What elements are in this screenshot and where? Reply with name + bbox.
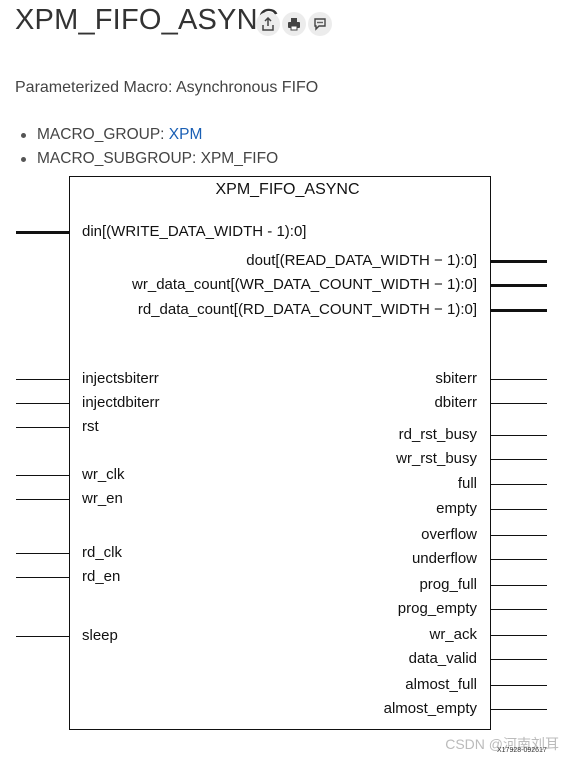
port-overflow: overflow bbox=[421, 526, 477, 543]
port-wire-rst bbox=[16, 427, 69, 428]
port-rd-data-count: rd_data_count[(RD_DATA_COUNT_WIDTH − 1):… bbox=[137, 301, 477, 318]
port-wire-almost-empty bbox=[491, 709, 547, 710]
fifo-block bbox=[69, 176, 491, 730]
port-injectsbiterr: injectsbiterr bbox=[82, 370, 159, 387]
port-wr-en: wr_en bbox=[82, 490, 123, 507]
watermark: CSDN @河南刘耳 bbox=[445, 736, 559, 752]
port-wr-clk: wr_clk bbox=[82, 466, 125, 483]
port-wire-overflow bbox=[491, 535, 547, 536]
port-wr-data-count: wr_data_count[(WR_DATA_COUNT_WIDTH − 1):… bbox=[132, 276, 477, 293]
port-wire-dbiterr bbox=[491, 403, 547, 404]
port-wire-din bbox=[16, 231, 69, 234]
port-almost-empty: almost_empty bbox=[383, 700, 477, 717]
port-rst: rst bbox=[82, 418, 99, 435]
port-wire-wr-clk bbox=[16, 475, 69, 476]
port-injectdbiterr: injectdbiterr bbox=[82, 394, 160, 411]
port-wire-empty bbox=[491, 509, 547, 510]
port-wire-wr-ack bbox=[491, 635, 547, 636]
port-wire-rd-data-count bbox=[491, 309, 547, 312]
port-wire-rd-clk bbox=[16, 553, 69, 554]
print-icon[interactable] bbox=[282, 12, 306, 36]
port-prog-empty: prog_empty bbox=[397, 600, 477, 617]
port-dout: dout[(READ_DATA_WIDTH − 1):0] bbox=[246, 252, 477, 269]
port-wire-wr-rst-busy bbox=[491, 459, 547, 460]
title-actions bbox=[256, 12, 332, 36]
port-wire-prog-full bbox=[491, 585, 547, 586]
page-subtitle: Parameterized Macro: Asynchronous FIFO bbox=[15, 79, 319, 96]
port-wire-sleep bbox=[16, 636, 69, 637]
port-full: full bbox=[457, 475, 477, 492]
feedback-icon[interactable] bbox=[308, 12, 332, 36]
port-wire-wr-en bbox=[16, 499, 69, 500]
port-data-valid: data_valid bbox=[408, 650, 477, 667]
port-wire-data-valid bbox=[491, 659, 547, 660]
port-dbiterr: dbiterr bbox=[434, 394, 477, 411]
port-rd-rst-busy: rd_rst_busy bbox=[398, 426, 477, 443]
port-wire-almost-full bbox=[491, 685, 547, 686]
port-almost-full: almost_full bbox=[405, 676, 477, 693]
port-rd-en: rd_en bbox=[82, 568, 121, 585]
port-wire-sbiterr bbox=[491, 379, 547, 380]
macro-group-link[interactable]: XPM bbox=[168, 126, 203, 143]
block-name: XPM_FIFO_ASYNC bbox=[215, 181, 360, 198]
page-title: XPM_FIFO_ASYNC bbox=[15, 4, 279, 36]
list-item: MACRO_SUBGROUP: XPM_FIFO bbox=[20, 147, 279, 171]
port-wire-injectsbiterr bbox=[16, 379, 69, 380]
port-sbiterr: sbiterr bbox=[435, 370, 477, 387]
port-wire-wr-data-count bbox=[491, 284, 547, 287]
macro-info-list: MACRO_GROUP: XPM MACRO_SUBGROUP: XPM_FIF… bbox=[20, 123, 279, 171]
port-din: din[(WRITE_DATA_WIDTH - 1):0] bbox=[82, 223, 307, 240]
macro-subgroup-label: MACRO_SUBGROUP: XPM_FIFO bbox=[37, 150, 279, 167]
share-icon[interactable] bbox=[256, 12, 280, 36]
list-item: MACRO_GROUP: XPM bbox=[20, 123, 278, 147]
port-wire-rd-rst-busy bbox=[491, 435, 547, 436]
port-wire-full bbox=[491, 484, 547, 485]
port-underflow: underflow bbox=[411, 550, 477, 567]
port-wire-prog-empty bbox=[491, 609, 547, 610]
port-rd-clk: rd_clk bbox=[82, 544, 123, 561]
port-empty: empty bbox=[436, 500, 477, 517]
macro-group-label: MACRO_GROUP: bbox=[37, 126, 169, 143]
port-wr-ack: wr_ack bbox=[429, 626, 477, 643]
port-sleep: sleep bbox=[82, 627, 118, 644]
port-wr-rst-busy: wr_rst_busy bbox=[396, 450, 477, 467]
port-wire-injectdbiterr bbox=[16, 403, 69, 404]
port-wire-underflow bbox=[491, 559, 547, 560]
port-prog-full: prog_full bbox=[419, 576, 477, 593]
figure-id: X17928-092617 bbox=[497, 747, 547, 754]
port-wire-dout bbox=[491, 260, 547, 263]
port-wire-rd-en bbox=[16, 577, 69, 578]
